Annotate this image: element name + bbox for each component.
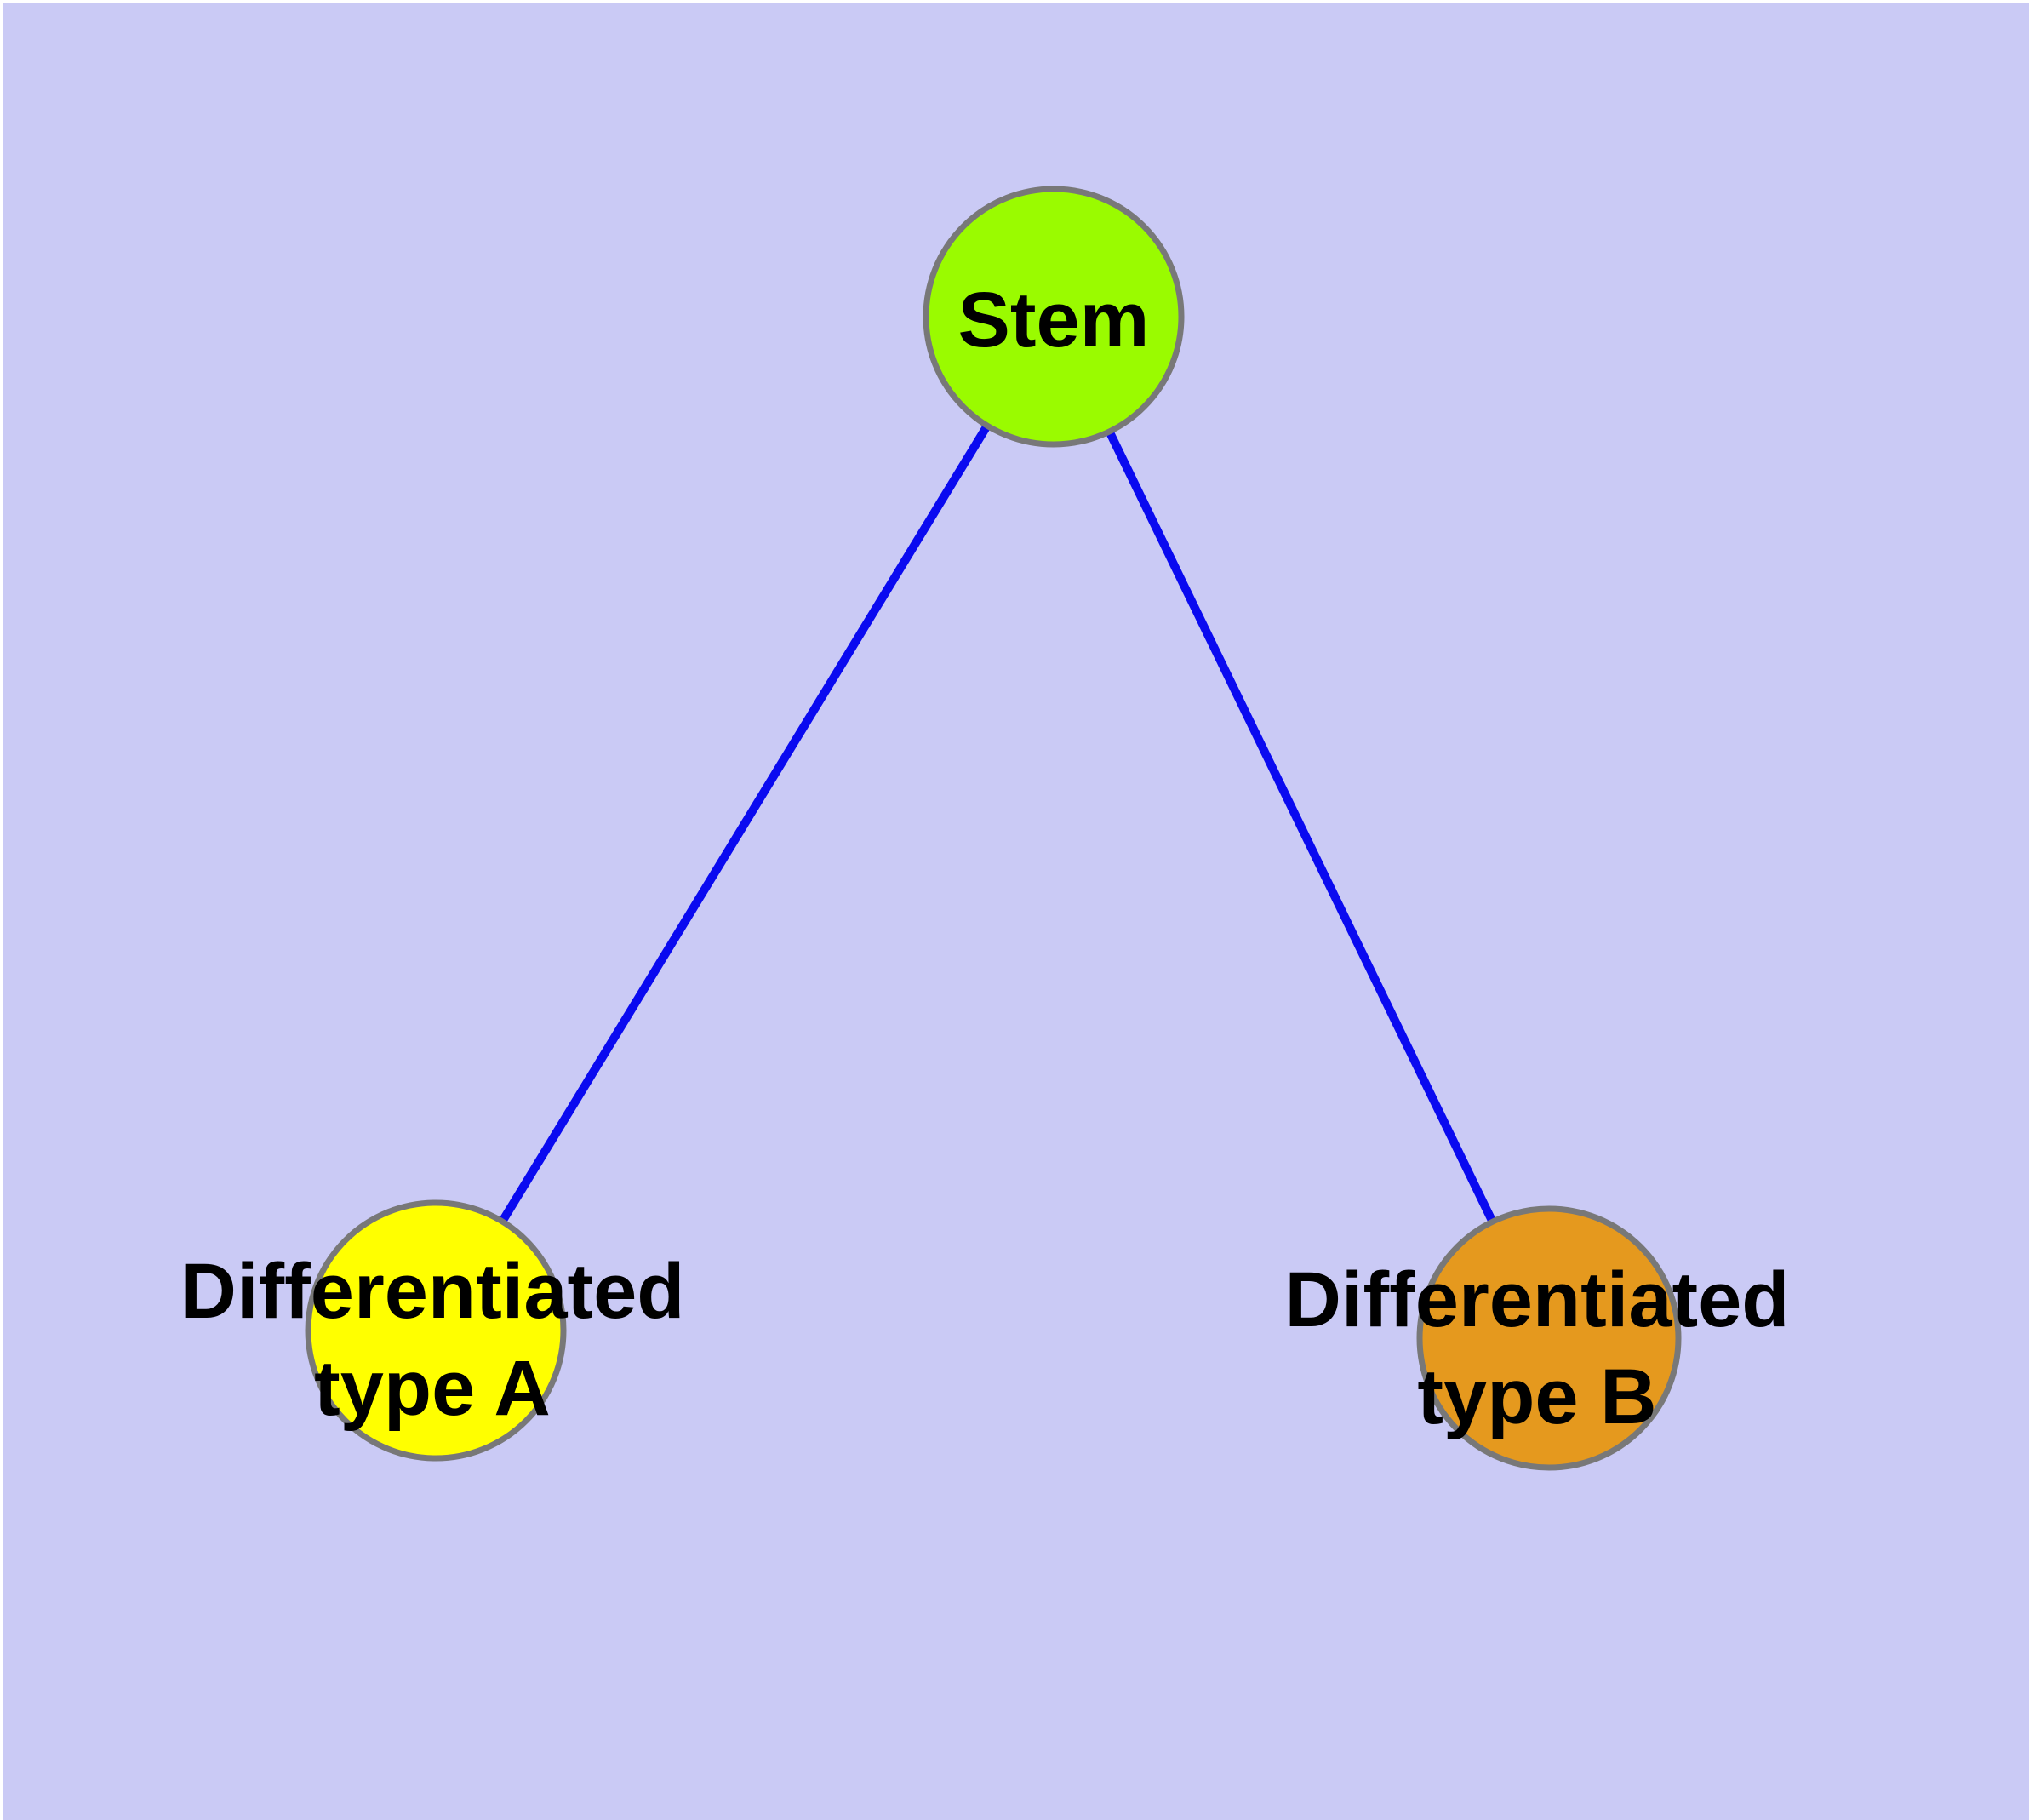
edge-stem-to-type-b [1049, 314, 1553, 1341]
node-type-b-label-line1: Differentiated [1285, 1256, 1790, 1343]
node-type-a-label-line2: type A [314, 1345, 551, 1432]
node-differentiated-type-b [1416, 1205, 1682, 1471]
node-differentiated-type-a [305, 1199, 567, 1462]
node-type-a-label-line1: Differentiated [180, 1248, 685, 1335]
node-stem-label: Stem [958, 277, 1150, 363]
edge-stem-to-type-a [432, 314, 1058, 1333]
node-stem [923, 186, 1185, 448]
node-type-b-label-line2: type B [1417, 1354, 1656, 1440]
